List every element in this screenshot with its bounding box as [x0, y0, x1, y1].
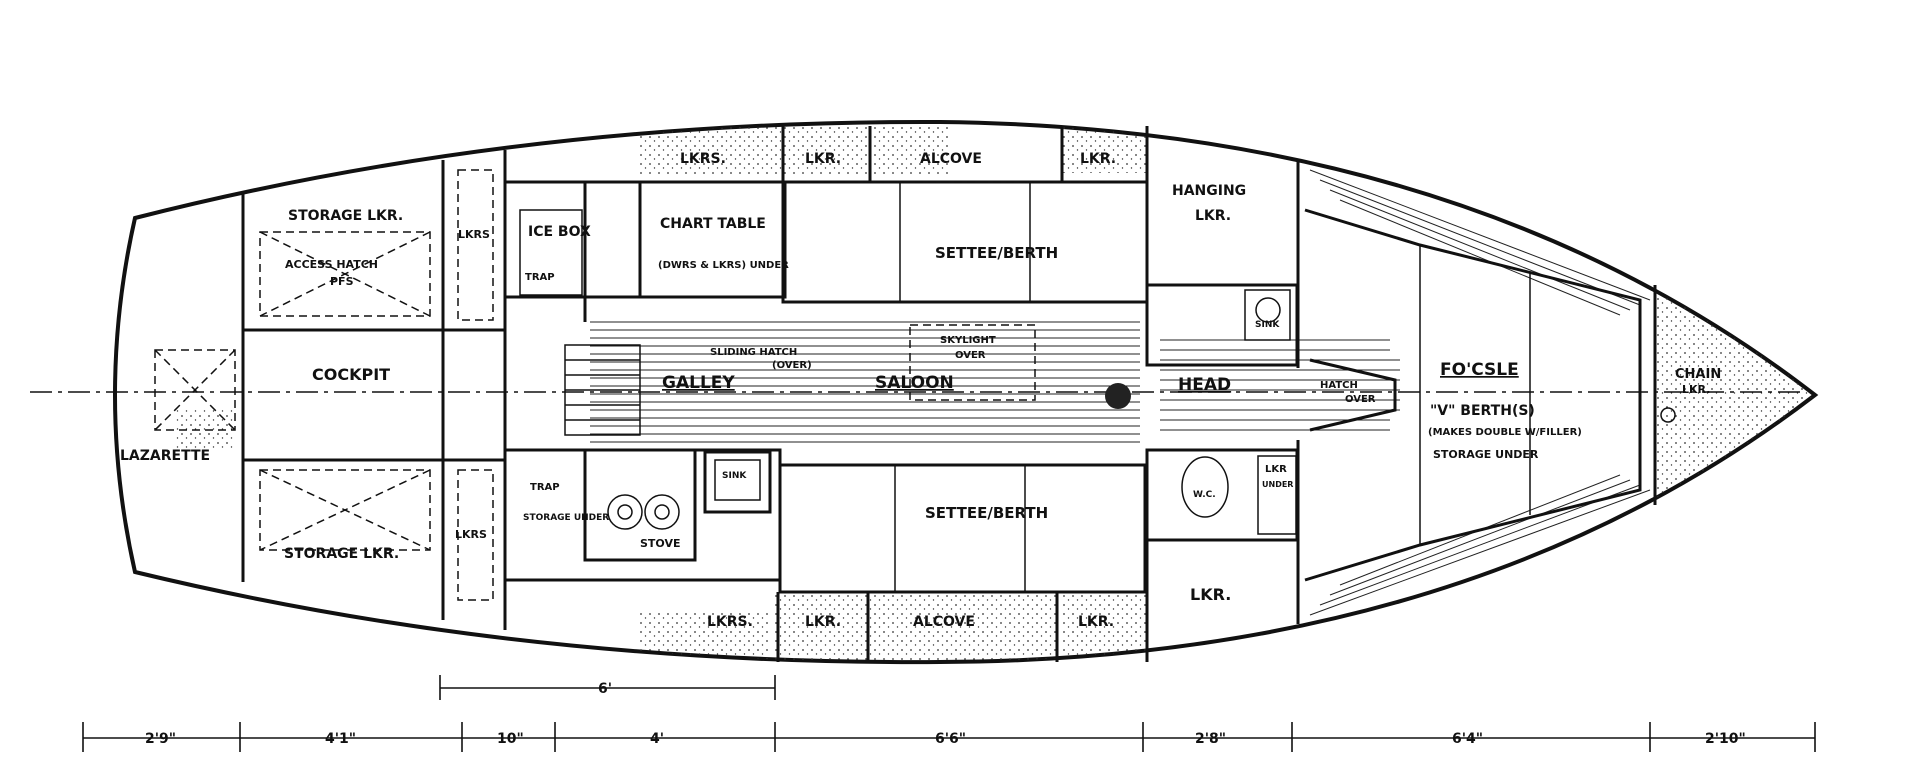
dimension-7: 6'4": [1452, 731, 1483, 747]
dimension-5: 6'6": [935, 731, 966, 747]
sliding-hatch-over-label: (OVER): [772, 360, 812, 371]
wc-label: W.C.: [1193, 490, 1216, 500]
v-berth-label: "V" BERTH(S): [1430, 403, 1535, 419]
hull-outline: [113, 119, 1819, 665]
dimension-8: 2'10": [1705, 731, 1746, 747]
cockpit-area: [241, 169, 505, 601]
skylight-over-label: OVER: [955, 350, 986, 361]
dimension-3: 10": [497, 731, 524, 747]
lkr-bottom-2-label: LKR.: [1078, 614, 1114, 630]
lkr-top-2-label: LKR.: [1080, 151, 1116, 167]
focsle-area: [1304, 208, 1642, 582]
alcove-top-label: ALCOVE: [920, 151, 982, 167]
lkrs-bottom-label: LKRS.: [707, 614, 753, 630]
chart-table-note-label: (DWRS & LKRS) UNDER: [658, 260, 789, 271]
lkrs-upper-label: LKRS: [458, 228, 490, 241]
hanging-locker-label-1: HANGING: [1172, 183, 1246, 199]
storage-under-galley-label: STORAGE UNDER: [523, 513, 609, 523]
storage-locker-lower-label: STORAGE LKR.: [284, 546, 399, 562]
stippled-areas: [175, 125, 1815, 662]
pfs-label: PFS: [330, 275, 354, 288]
galley-area: [503, 180, 787, 582]
lkrs-top-label: LKRS.: [680, 151, 726, 167]
lkr-top-1-label: LKR.: [805, 151, 841, 167]
dimension-2: 4'1": [325, 731, 356, 747]
lkr-head-bottom-label: LKR.: [1190, 585, 1231, 604]
head-area: [1105, 283, 1299, 542]
lkr-under-label-2: UNDER: [1262, 480, 1293, 489]
hatch-over-label-2: OVER: [1345, 394, 1376, 405]
cabin-sole-planking: [590, 169, 1651, 616]
focsle-label: FO'CSLE: [1440, 360, 1519, 380]
skylight-label: SKYLIGHT: [940, 335, 996, 346]
dimension-1: 2'9": [145, 731, 176, 747]
lazarette-hatch: [154, 349, 236, 431]
cockpit-label: COCKPIT: [312, 365, 390, 384]
chain-locker-label-1: CHAIN: [1675, 367, 1721, 382]
saloon-label: SALOON: [875, 373, 954, 393]
settee-berth-lower-label: SETTEE/BERTH: [925, 504, 1048, 522]
chart-table-label: CHART TABLE: [660, 216, 766, 232]
lkr-bottom-1-label: LKR.: [805, 614, 841, 630]
storage-locker-upper-label: STORAGE LKR.: [288, 208, 403, 224]
dimension-lines: 6' 2'9" 4'1" 10" 4' 6'6" 2'8" 6'4" 2'10": [82, 675, 1816, 752]
chain-locker: [1660, 407, 1676, 423]
galley-sink-label: SINK: [722, 471, 747, 481]
lkr-under-label-1: LKR: [1265, 464, 1287, 475]
ice-box-label: ICE BOX: [528, 224, 591, 240]
settee-berth-upper-label: SETTEE/BERTH: [935, 244, 1058, 262]
hatch-over-label-1: HATCH: [1320, 380, 1358, 391]
saloon-settees: [778, 180, 1149, 594]
head-label: HEAD: [1178, 375, 1231, 395]
galley-label: GALLEY: [662, 373, 735, 393]
trap-upper-label: TRAP: [525, 272, 555, 283]
lazarette-label: LAZARETTE: [120, 448, 210, 464]
chain-locker-label-2: LKR.: [1682, 383, 1710, 396]
sliding-hatch-label: SLIDING HATCH: [710, 347, 797, 358]
lkrs-lower-label: LKRS: [455, 528, 487, 541]
compartment-labels: LAZARETTE STORAGE LKR. ACCESS HATCH PFS …: [120, 151, 1721, 630]
head-sink-label: SINK: [1255, 320, 1280, 330]
hanging-locker-label-2: LKR.: [1195, 208, 1231, 224]
v-berth-storage-label: STORAGE UNDER: [1433, 448, 1539, 461]
v-berth-note-label: (MAKES DOUBLE W/FILLER): [1428, 427, 1582, 438]
access-hatch-label: ACCESS HATCH: [285, 258, 378, 271]
dimension-4: 4': [650, 731, 664, 747]
galley-span-dimension: 6': [598, 681, 612, 697]
alcove-bottom-label: ALCOVE: [913, 614, 975, 630]
dimension-6: 2'8": [1195, 731, 1226, 747]
trap-lower-label: TRAP: [530, 482, 560, 493]
stove-label: STOVE: [640, 537, 681, 550]
